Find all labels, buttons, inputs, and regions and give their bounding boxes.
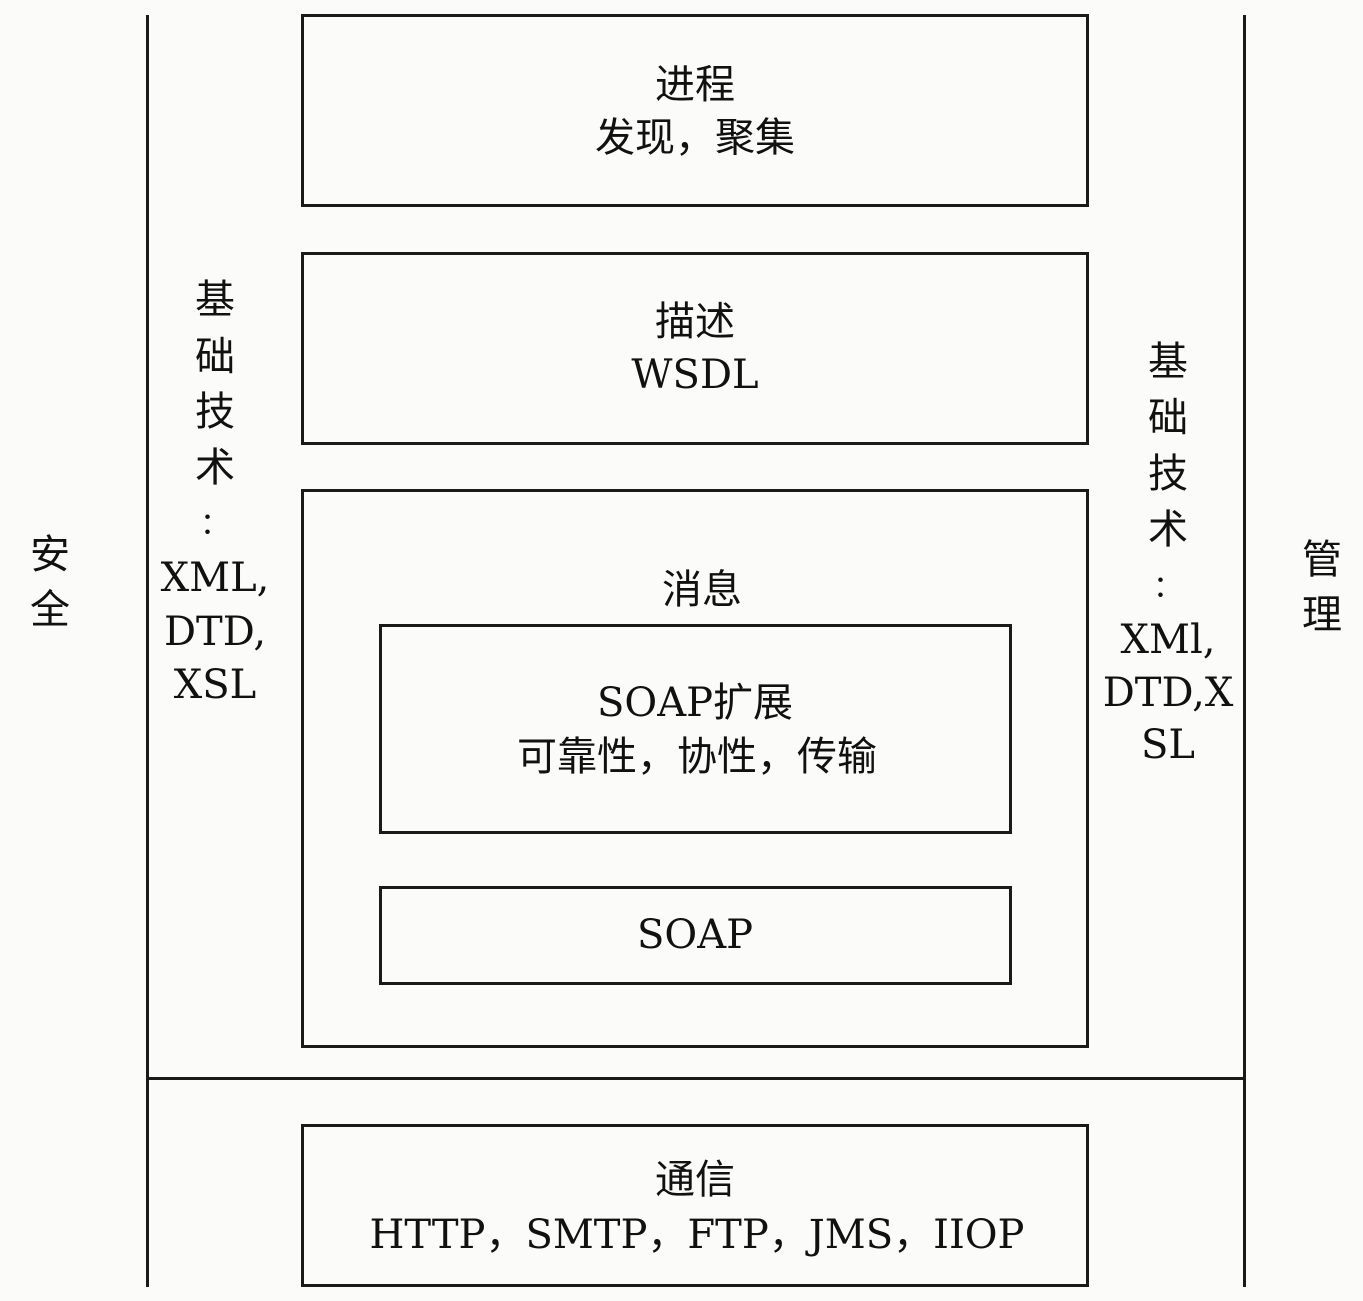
messaging-title: 消息: [662, 567, 742, 613]
left-tech-line: 术: [195, 445, 235, 491]
right-tech-line: 基: [1148, 339, 1188, 385]
security-label-1: 安: [30, 532, 70, 578]
communication-subtitle: HTTP，SMTP，FTP，JMS，IIOP: [369, 1212, 1025, 1258]
right-tech-line: DTD,X: [1102, 670, 1234, 716]
right-tech-line: 技: [1148, 451, 1188, 497]
management-label-1: 管: [1302, 537, 1342, 583]
soap-extension-title: SOAP扩展: [597, 680, 793, 726]
description-title: 描述: [655, 299, 735, 345]
process-title: 进程: [655, 62, 735, 108]
right-tech-line: 术: [1148, 507, 1188, 553]
right-tech-line: 础: [1148, 395, 1188, 441]
communication-box: [301, 1124, 1089, 1287]
left-divider: [146, 15, 149, 1287]
right-tech-line: XMl,: [1120, 617, 1216, 663]
left-tech-line: 技: [195, 389, 235, 435]
right-tech-line: SL: [1141, 722, 1195, 768]
messaging-box: [301, 489, 1089, 1048]
left-tech-line: XML,: [160, 555, 270, 601]
communication-title: 通信: [655, 1157, 735, 1203]
soap-extension-subtitle: 可靠性，协性，传输: [517, 734, 877, 780]
description-box: [301, 252, 1089, 445]
description-subtitle: WSDL: [631, 352, 759, 398]
left-tech-line: XSL: [173, 662, 257, 708]
soap-extension-box: [379, 624, 1012, 834]
right-divider: [1243, 15, 1246, 1287]
management-label-2: 理: [1302, 592, 1342, 638]
right-tech-line: ：: [1153, 570, 1183, 605]
left-tech-line: 基: [195, 277, 235, 323]
soap-title: SOAP: [637, 912, 753, 958]
security-label-2: 全: [30, 587, 70, 633]
process-box: [301, 14, 1089, 207]
left-tech-line: 础: [195, 334, 235, 380]
left-tech-line: DTD,: [163, 609, 267, 655]
left-tech-line: ：: [200, 507, 230, 542]
process-subtitle: 发现，聚集: [595, 115, 795, 161]
transport-divider: [146, 1077, 1246, 1080]
soap-box: [379, 886, 1012, 985]
